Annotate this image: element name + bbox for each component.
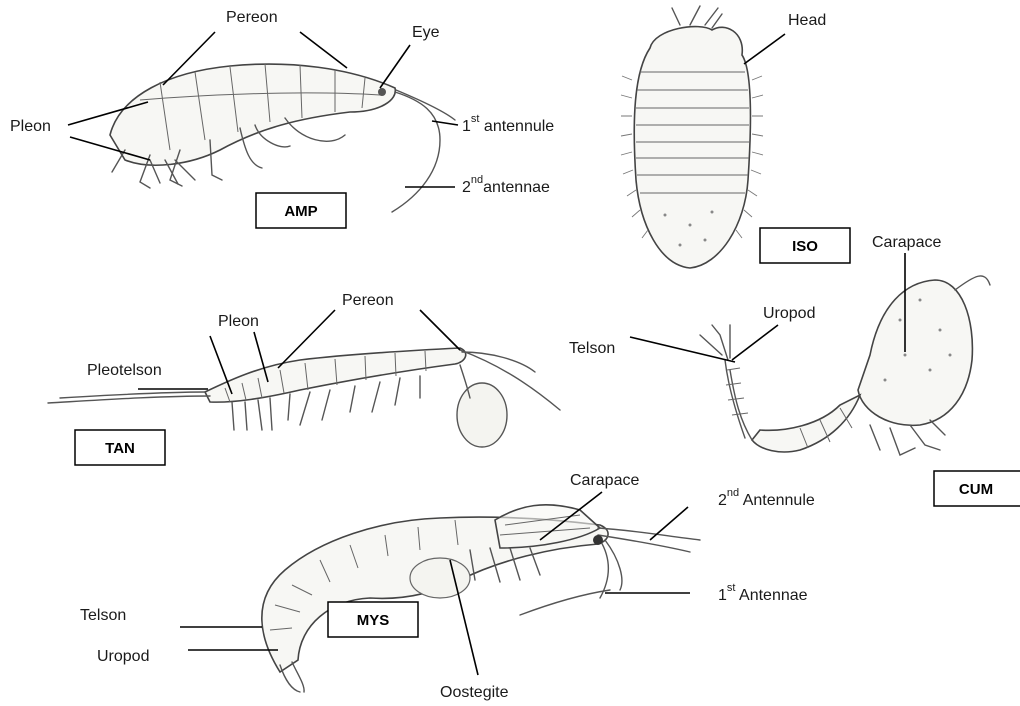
cum-uropod-label: Uropod — [763, 305, 815, 322]
amp-tag: AMP — [284, 203, 317, 220]
tan-pleon-label: Pleon — [218, 313, 259, 330]
tan-pleotelson-label: Pleotelson — [87, 362, 162, 379]
mys-carapace-label: Carapace — [570, 472, 639, 489]
amp-pereon-label: Pereon — [226, 9, 278, 26]
cum-tag: CUM — [959, 481, 993, 498]
tan-pereon-label: Pereon — [342, 292, 394, 309]
mys-tag: MYS — [357, 612, 390, 629]
mysid-drawing — [262, 505, 700, 692]
cum-telson-label: Telson — [569, 340, 615, 357]
mys-antennule-label: 2nd Antennule — [718, 487, 815, 509]
amp-pleon-label: Pleon — [10, 118, 51, 135]
tan-tag: TAN — [105, 440, 135, 457]
cum-telson-leader — [630, 337, 735, 362]
iso-tag: ISO — [792, 238, 818, 255]
amp-antennule-leader — [432, 121, 458, 125]
mys-oostegite-label: Oostegite — [440, 684, 509, 701]
mys-antennule-leader — [650, 507, 688, 540]
mys-telson-label: Telson — [80, 607, 126, 624]
cumacean-drawing — [700, 276, 990, 455]
isopod-drawing — [621, 6, 763, 268]
cum-carapace-label: Carapace — [872, 234, 941, 251]
amp-eye-leader — [380, 45, 410, 88]
iso-head-leader — [744, 34, 785, 64]
amp-antennule-label: 1st antennule — [462, 113, 554, 135]
mys-uropod-label: Uropod — [97, 648, 149, 665]
amp-antennae-label: 2ndantennae — [462, 174, 550, 196]
amphipod-drawing — [110, 64, 455, 212]
mys-antennae-label: 1st Antennae — [718, 582, 808, 604]
iso-head-label: Head — [788, 12, 826, 29]
cum-uropod-leader — [732, 325, 778, 360]
amp-eye-label: Eye — [412, 24, 440, 41]
